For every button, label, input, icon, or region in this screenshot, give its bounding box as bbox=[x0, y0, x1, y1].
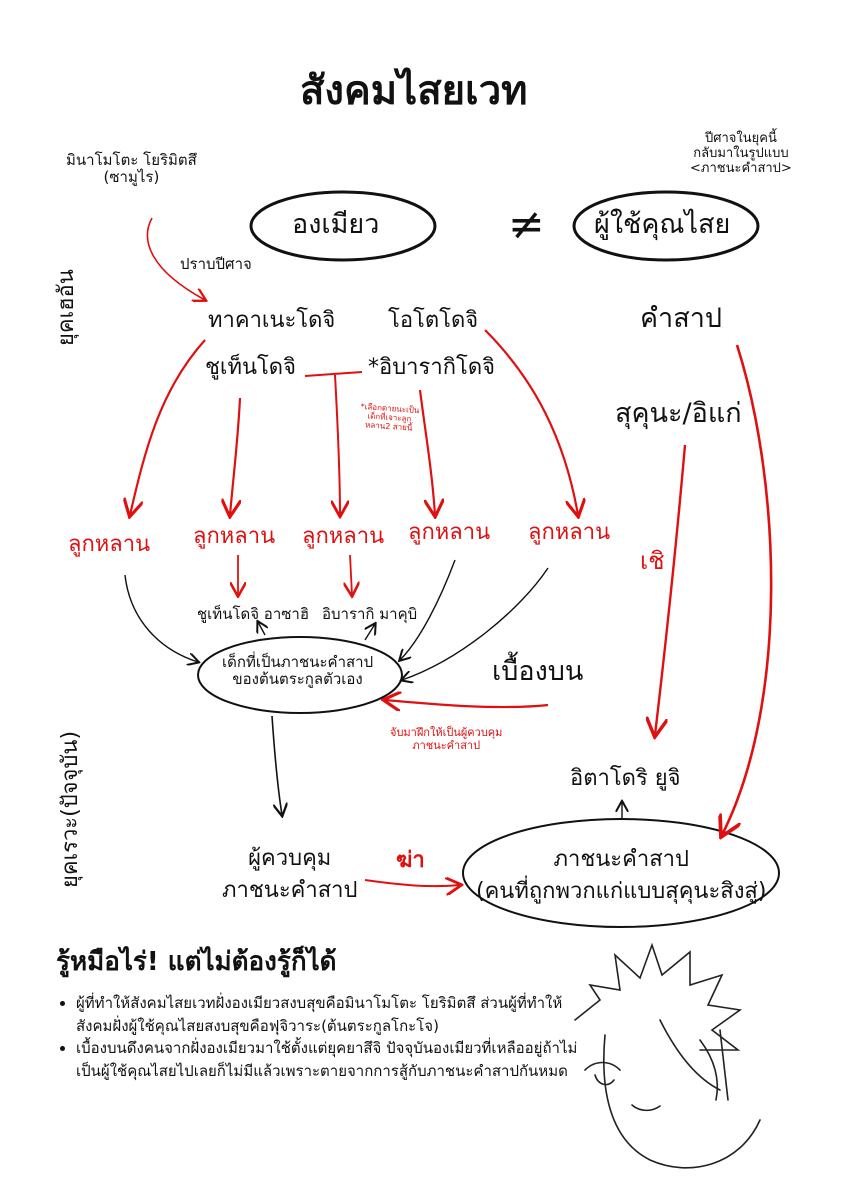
trivia-note-1: ผู้ที่ทำให้สังคมไสยเวทฝั่งองเมียวสงบสุขค… bbox=[76, 992, 596, 1037]
arrow-vessel-child-to-shuten-asahi bbox=[258, 622, 265, 636]
descendant-1: ลูกหลาน bbox=[68, 532, 151, 557]
red-note-bloodline: *เลือกตายนะเป็น เด็กที่เจาะลูก หลาน2 สาย… bbox=[360, 401, 420, 433]
jujutsu-user-label: ผู้ใช้คุณไสย bbox=[594, 209, 731, 240]
trivia-heading: รู้หมือไร่! แต่ไม่ต้องรู้ก็ได้ bbox=[56, 947, 337, 977]
arrow-shuten-descendant bbox=[230, 397, 240, 515]
arrow-descendant-ibaraki-matsubi bbox=[350, 554, 352, 595]
arrow-higher-ups-capture bbox=[385, 700, 549, 707]
vessel-ellipse bbox=[462, 818, 780, 928]
arrow-curse-to-vessel bbox=[722, 344, 773, 835]
clan-ibaraki: *อิบารากิโดจิ bbox=[368, 355, 496, 380]
red-seal-mark: เชิ bbox=[640, 547, 665, 575]
ongmiao-ellipse bbox=[249, 190, 437, 262]
arrow-vessel-child-to-ibaraki-matsubi bbox=[365, 624, 375, 641]
samurai-note: มินาโมโตะ โยริมิตสึ (ซามูไร) bbox=[66, 151, 197, 187]
clan-shuten: ชูเท็นโดจิ bbox=[205, 355, 296, 380]
arrow-desc4-to-vessel-child bbox=[400, 559, 456, 660]
clan-takanae: ทาคาเนะโดจิ bbox=[208, 308, 336, 333]
higher-ups-label: เบื้องบน bbox=[492, 656, 584, 687]
arrow-sukuna-to-itadori bbox=[655, 444, 687, 735]
itadori-label: อิตาโดริ ยูจิ bbox=[570, 766, 681, 791]
clan-otto: โอโตโดจิ bbox=[388, 308, 479, 333]
demon-era-note: ปีศาจในยุคนี้ กลับมาในรูปแบบ <ภาชนะคำสาป… bbox=[690, 131, 792, 176]
arrow-otto-descendant bbox=[484, 329, 578, 515]
kill-label: ฆ่า bbox=[396, 848, 425, 873]
controller-label: ผู้ควบคุม ภาชนะคำสาป bbox=[222, 846, 358, 903]
ibaraki-matsubi-label: อิบารากิ มาคุบิ bbox=[322, 605, 418, 623]
red-note-capture: จับมาฝึกให้เป็นผู้ควบคุม ภาชนะคำสาป bbox=[390, 726, 503, 752]
era-present-label: ยุคเรวะ(ปัจจุบัน) bbox=[58, 730, 83, 888]
subjugate-label: ปราบปีศาจ bbox=[180, 255, 252, 273]
arrow-kill bbox=[364, 880, 460, 886]
arrow-desc1-to-vessel-child bbox=[124, 574, 198, 662]
arrow-takanae-descendant bbox=[130, 339, 206, 515]
descendant-3: ลูกหลาน bbox=[302, 524, 385, 549]
trivia-notes: ผู้ที่ทำให้สังคมไสยเวทฝั่งองเมียวสงบสุขค… bbox=[62, 992, 596, 1082]
arrow-samurai-to-clans bbox=[146, 217, 205, 300]
era-heian-label: ยุคเฮอัน bbox=[54, 269, 79, 346]
curse-label: คำสาป bbox=[640, 303, 723, 334]
page-title: สังคมไสยเวท bbox=[300, 68, 528, 114]
shuten-asahi-label: ชูเท็นโดจิ อาซาฮิ bbox=[197, 605, 309, 623]
ongmiao-label: องเมียว bbox=[292, 209, 380, 240]
arrow-ibaraki-descendant bbox=[418, 389, 435, 515]
sukuna-label: สุคุนะ/อิแก่ bbox=[615, 398, 742, 429]
descendant-5: ลูกหลาน bbox=[528, 520, 611, 545]
vessel-label: ภาชนะคำสาป (คนที่ถูกพวกแก่แบบสุคุนะสิงสู… bbox=[476, 847, 767, 904]
arrow-cross-descendant bbox=[304, 371, 363, 515]
descendant-2: ลูกหลาน bbox=[193, 524, 276, 549]
arrow-desc5-to-vessel-child bbox=[402, 567, 549, 680]
sketch-doodle bbox=[574, 942, 761, 1169]
trivia-note-2: เบื้องบนดึงคนจากฝั่งองเมียวมาใช้ตั้งแต่ย… bbox=[76, 1037, 596, 1082]
jujutsu-user-ellipse bbox=[572, 190, 760, 262]
arrow-vessel-child-to-controller bbox=[271, 715, 282, 815]
descendant-4: ลูกหลาน bbox=[408, 520, 491, 545]
not-equal-sign: ≠ bbox=[508, 199, 545, 250]
vessel-child-label: เด็กที่เป็นภาชนะคำสาป ของต้นตระกูลตัวเอง bbox=[222, 653, 374, 689]
